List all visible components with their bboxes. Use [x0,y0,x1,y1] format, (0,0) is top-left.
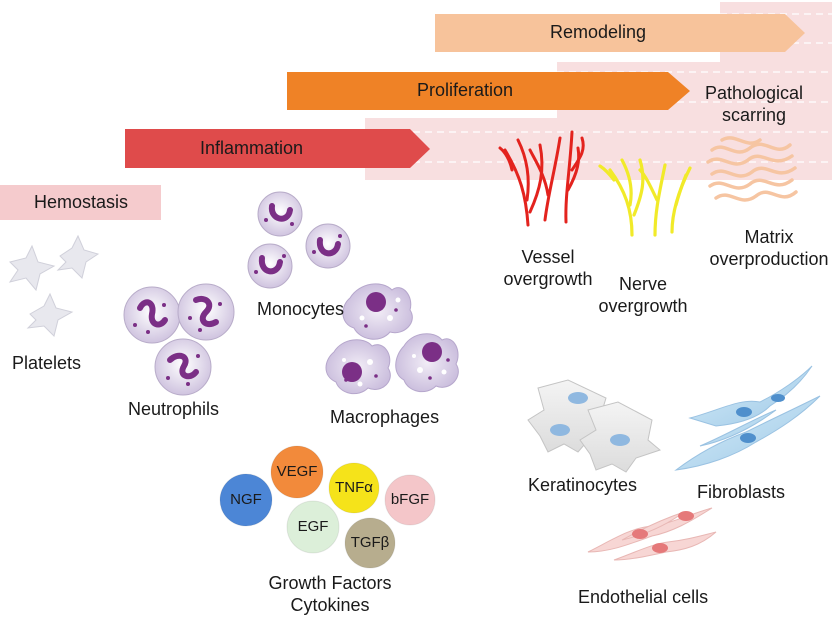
fibroblasts-icon [674,365,821,471]
remodeling-label: Remodeling [550,22,647,42]
proliferation-label: Proliferation [417,80,514,100]
growth-factor-circle [384,474,436,526]
vessel-overgrowth-line-2: overgrowth [503,269,593,289]
platelets-label: Platelets [12,353,82,373]
inflammation-label: Inflammation [200,138,304,158]
proliferation-arrow [287,72,690,110]
growth-factor-label: NGF [230,491,262,508]
macrophages-label: Macrophages [330,407,440,427]
growth-factors-caption-line-1: Growth Factors [268,573,392,593]
monocytes-icon [247,191,351,289]
endothelial-cells-label: Endothelial cells [578,587,709,607]
growth-factor-label: bFGF [390,491,430,508]
growth-factors-caption-line-2: Cytokines [290,595,370,615]
hemostasis-label: Hemostasis [34,192,129,212]
growth-factor-circle [328,462,380,514]
neutrophils-label: Neutrophils [128,399,220,419]
nerve-overgrowth-icon [598,158,692,237]
growth-factor-label: VEGF [276,463,318,480]
growth-factor-label: EGF [297,518,329,535]
platelets-icon [8,234,100,337]
growth-factor-label: TNFα [335,479,373,496]
pathological-scarring-line-1: Pathological [704,83,804,103]
vessel-overgrowth-line-1: Vessel [521,247,575,267]
growth-factor-circle [219,473,273,527]
nerve-overgrowth-line-1: Nerve [618,274,667,294]
vessel-overgrowth-label: Vessel overgrowth [494,246,602,290]
keratinocytes-label: Keratinocytes [528,475,638,495]
hemostasis-box [0,185,161,220]
nerve-overgrowth-line-2: overgrowth [598,296,688,316]
vessel-overgrowth-icon [498,130,585,227]
inflammation-arrow [125,129,430,168]
neutrophils-icon [123,283,235,396]
growth-factors-caption: Growth Factors Cytokines [250,572,410,616]
matrix-overproduction-icon [706,136,798,202]
pathological-scarring-line-2: scarring [721,105,787,125]
pathological-scarring-label: Pathological scarring [704,82,804,126]
matrix-overproduction-line-2: overproduction [709,249,829,269]
monocytes-label: Monocytes [257,299,345,319]
matrix-overproduction-line-1: Matrix [744,227,794,247]
growth-factor-circles [219,445,436,569]
endothelial-cells-icon [587,507,717,561]
growth-factor-label: TGFβ [350,534,390,551]
growth-factor-circle [344,517,396,569]
nerve-overgrowth-label: Nerve overgrowth [588,273,698,317]
growth-factor-circle [286,500,340,554]
keratinocytes-icon [527,379,662,473]
matrix-overproduction-label: Matrix overproduction [706,226,832,270]
remodeling-arrow [435,14,805,52]
macrophages-icon [325,283,459,395]
growth-factor-circle [270,445,324,499]
fibroblasts-label: Fibroblasts [697,482,786,502]
